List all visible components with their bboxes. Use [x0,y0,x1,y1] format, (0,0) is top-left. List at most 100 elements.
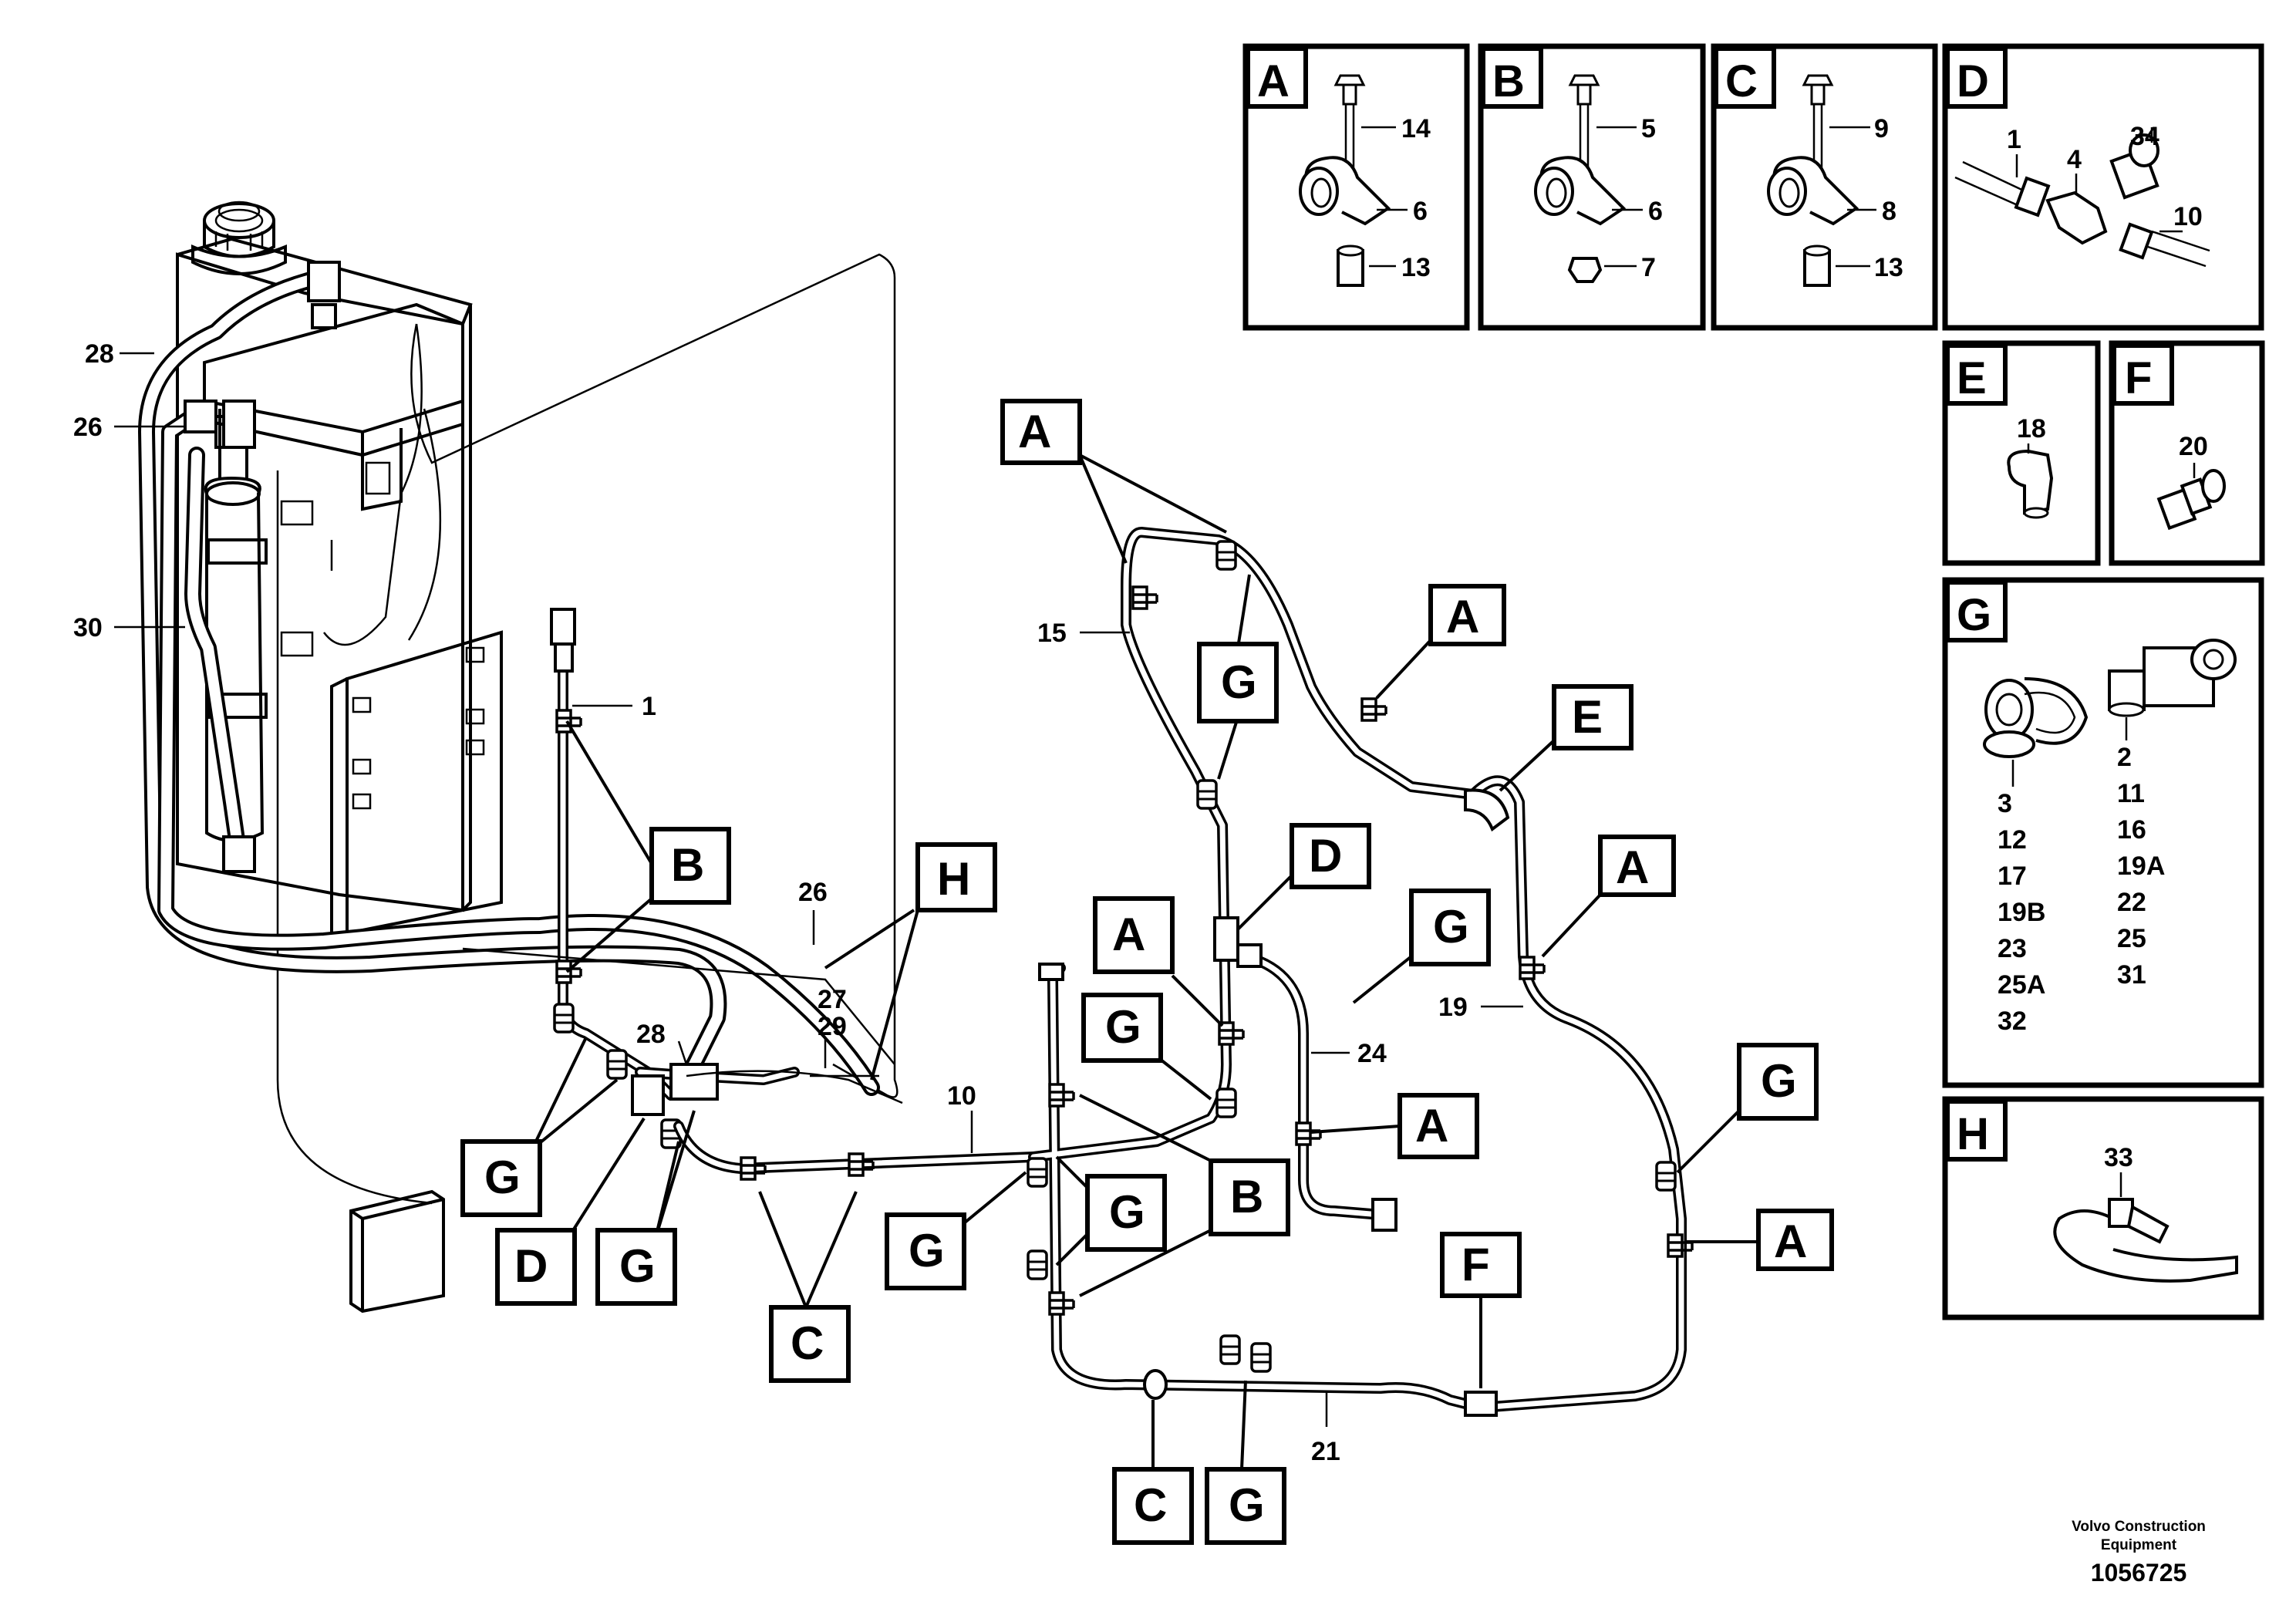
tag-G-5 [1085,1174,1167,1252]
tag-G-4 [1737,1043,1819,1121]
svg-text:23: 23 [1998,934,2027,963]
detail-box-B: B 5 6 7 [1478,43,1706,331]
svg-text:A: A [1415,1100,1448,1152]
svg-text:2: 2 [2117,743,2132,772]
callout-28b: 28 [636,1020,666,1049]
pipe-network-left [462,608,1039,1181]
svg-text:C: C [1134,1479,1167,1531]
svg-text:H: H [937,853,970,905]
svg-text:3: 3 [1998,789,2012,818]
svg-text:A: A [1616,841,1649,893]
svg-text:6: 6 [1648,197,1663,226]
svg-text:25: 25 [2117,924,2146,953]
tag-G-8 [460,1139,542,1217]
tag-C-2 [1112,1467,1194,1545]
tag-A-2 [1428,584,1506,646]
svg-text:7: 7 [1641,253,1656,282]
callout-10: 10 [947,1081,976,1111]
svg-text:A: A [1257,56,1290,106]
callout-28: 28 [85,339,114,369]
svg-text:G: G [909,1225,945,1276]
detail-box-D: D 1 4 34 10 [1942,43,2264,331]
svg-text:D: D [1309,830,1342,882]
company-line-1: Volvo Construction [2072,1519,2206,1535]
svg-text:F: F [1462,1239,1490,1290]
svg-text:G: G [619,1240,656,1292]
svg-text:G: G [1229,1479,1265,1531]
svg-text:A: A [1018,406,1051,457]
tag-H [915,842,997,912]
detail-box-C: C 9 8 13 [1711,43,1938,331]
svg-text:6: 6 [1413,197,1428,226]
svg-text:32: 32 [1998,1007,2027,1036]
svg-text:G: G [1109,1186,1145,1238]
callout-15: 15 [1037,619,1067,648]
svg-text:A: A [1446,591,1479,642]
large-hoses [138,261,880,1096]
tag-A-6 [1756,1209,1834,1271]
svg-text:H: H [1957,1109,1989,1159]
callout-21: 21 [1311,1437,1340,1466]
svg-text:13: 13 [1401,253,1431,282]
svg-text:4: 4 [2067,145,2082,174]
tag-B-1 [649,827,731,905]
tag-C-1 [769,1305,851,1383]
svg-text:D: D [514,1240,548,1292]
tag-G-9 [595,1228,677,1306]
callout-1: 1 [642,692,656,721]
figure-footer: Volvo Construction Equipment 1056725 [2072,1519,2206,1587]
svg-text:17: 17 [1998,862,2027,891]
svg-text:G: G [484,1152,521,1203]
svg-text:31: 31 [2117,960,2146,990]
svg-text:11: 11 [2117,779,2145,808]
tag-G-3 [1081,993,1163,1063]
tag-G-6 [885,1212,966,1290]
detail-box-F: F 20 [2109,340,2265,566]
figure-number: 1056725 [2091,1559,2187,1587]
svg-text:D: D [1957,56,1989,106]
pipe-network-right [1027,527,1694,1417]
callout-19: 19 [1438,993,1468,1022]
tag-A-1 [1000,399,1082,465]
tag-E [1552,684,1633,750]
tag-A-5 [1397,1093,1479,1159]
svg-text:A: A [1112,909,1145,960]
svg-text:25A: 25A [1998,970,2045,1000]
svg-text:C: C [791,1317,824,1369]
tag-D-1 [1290,823,1371,889]
svg-text:18: 18 [2017,414,2046,443]
svg-text:9: 9 [1874,114,1889,143]
tag-G-7 [1205,1467,1286,1545]
svg-text:B: B [1230,1171,1263,1222]
svg-text:13: 13 [1874,253,1903,282]
svg-text:5: 5 [1641,114,1656,143]
tag-D-2 [495,1228,577,1306]
svg-text:G: G [1761,1055,1797,1107]
svg-text:12: 12 [1998,825,2027,855]
svg-text:E: E [1957,353,1987,403]
tag-G-2 [1409,889,1491,966]
part-number-callouts: 28 26 30 1 26 27 29 28 10 15 19 24 21 [73,339,1523,1466]
detail-box-E: E 18 [1942,340,2101,566]
svg-text:G: G [1221,656,1257,708]
svg-text:1: 1 [2007,125,2021,154]
svg-text:E: E [1572,691,1603,743]
company-line-2: Equipment [2101,1537,2177,1553]
callout-26: 26 [73,413,103,442]
svg-text:16: 16 [2117,815,2146,845]
svg-text:B: B [671,839,704,891]
svg-text:19B: 19B [1998,898,2045,927]
callout-30: 30 [73,613,103,642]
svg-text:20: 20 [2179,432,2208,461]
detail-box-A: A 14 6 13 [1242,43,1470,331]
svg-text:34: 34 [2130,122,2159,151]
svg-text:10: 10 [2173,202,2203,231]
svg-text:G: G [1433,901,1469,953]
svg-text:G: G [1105,1001,1141,1053]
callout-26b: 26 [798,878,828,907]
detail-box-G: G 3 12 17 19B 23 25A 32 2 11 16 19A 22 2… [1942,577,2264,1088]
callout-27: 27 [818,985,847,1014]
callout-29: 29 [818,1012,847,1041]
svg-text:F: F [2125,353,2152,403]
tag-G-1 [1197,642,1279,723]
